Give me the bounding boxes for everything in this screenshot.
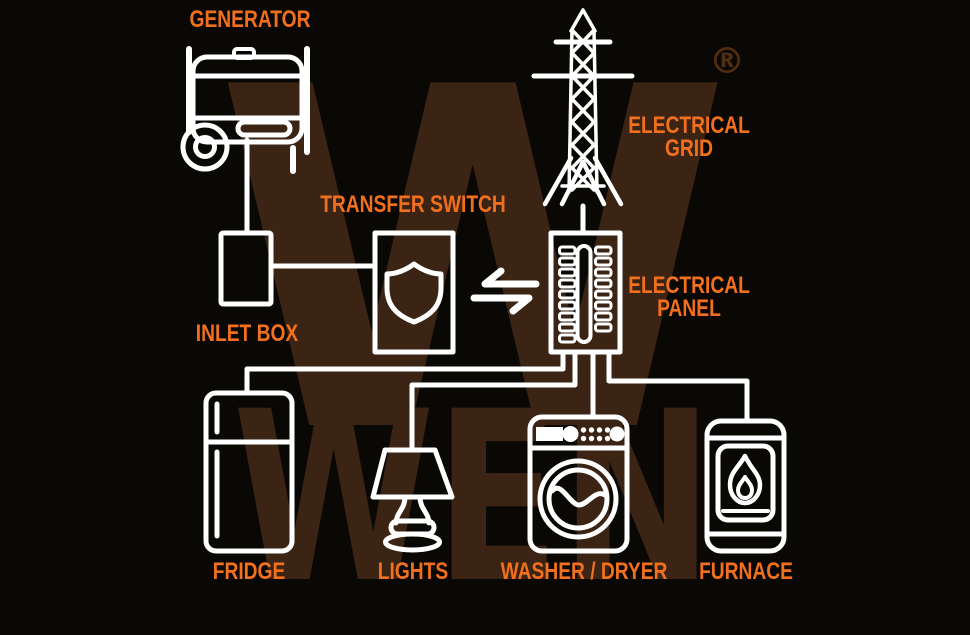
wire-panel-to-lights (409, 349, 578, 453)
electrical-grid-label-line1: ELECTRICAL (628, 112, 750, 139)
transfer-switch-icon (372, 230, 456, 355)
transmission-tower-icon (531, 8, 635, 207)
fridge-icon (203, 390, 295, 554)
fridge-label: FRIDGE (212, 558, 286, 585)
furnace-icon (704, 418, 787, 554)
electrical-grid-label-line2: GRID (665, 135, 713, 162)
washer-dryer-icon (527, 414, 630, 554)
generator-label: GENERATOR (189, 6, 311, 33)
washer-dryer-label: WASHER / DRYER (500, 558, 668, 585)
registered-trademark-symbol: ® (709, 41, 745, 82)
shield-icon (384, 261, 444, 325)
wire-panel-to-fridge (244, 349, 566, 396)
infographic-canvas: W WEN ® (180, 6, 793, 616)
electrical-panel-icon (548, 230, 623, 355)
flame-icon (727, 453, 763, 506)
electrical-panel-label: ELECTRICAL PANEL (628, 272, 750, 322)
inlet-box-label: INLET BOX (195, 320, 299, 347)
furnace-label: FURNACE (699, 558, 793, 585)
diagram-line-art (180, 8, 787, 554)
swap-arrows-icon (470, 267, 540, 315)
electrical-grid-label: ELECTRICAL GRID (628, 112, 750, 162)
lamp-icon (370, 447, 455, 553)
electrical-panel-label-line2: PANEL (657, 295, 721, 322)
generator-icon (180, 46, 310, 174)
lights-label: LIGHTS (377, 558, 449, 585)
wen-wordmark-watermark: WEN (232, 362, 714, 635)
electrical-panel-label-line1: ELECTRICAL (628, 272, 750, 299)
inlet-box-icon (218, 230, 274, 307)
wire-panel-to-furnace (606, 349, 750, 424)
transfer-switch-label: TRANSFER SWITCH (320, 191, 506, 218)
